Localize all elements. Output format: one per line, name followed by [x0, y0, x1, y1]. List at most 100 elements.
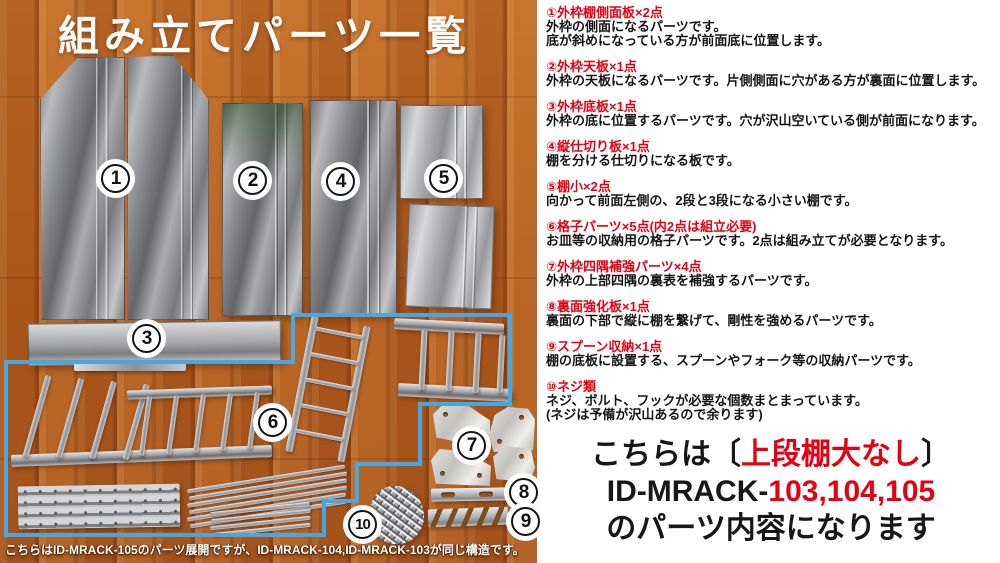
model-note-line-3: のパーツ内容になります [546, 510, 996, 547]
lattice-bar [89, 380, 117, 460]
part-item-9: ⑨スプーン収納×1点 棚の底板に設置する、スプーンやフォーク等の収納パーツです。 [546, 340, 996, 368]
bar-slot [440, 492, 456, 498]
ladder-lattice [283, 315, 372, 463]
part-item-3: ③外枠底板×1点 外枠の底に位置するパーツです。穴が沢山空いている側が前面になり… [546, 100, 996, 128]
part-item-8: ⑧裏面強化板×1点 裏面の下部で縦に棚を繋げて、剛性を強めるパーツです。 [546, 300, 996, 328]
part-line: (ネジは予備が沢山あるので余ります) [546, 407, 763, 422]
stacked-edge [74, 362, 186, 371]
part-line: 棚の底板に設置する、スプーンやフォーク等の収納パーツです。 [546, 353, 921, 368]
lattice-bar [22, 374, 52, 458]
lattice-bar [472, 332, 482, 394]
badge-10: 10 [348, 510, 377, 539]
badge-8: 8 [509, 478, 538, 507]
part-item-6: ⑥格子パーツ×5点(内2点は組立必要) お皿等の収納用の格子パーツです。2点は組… [546, 220, 996, 248]
top-board [222, 103, 303, 316]
note-text-red: 103,104,105 [768, 475, 936, 508]
badge-label: 3 [141, 327, 153, 349]
note-text-red: 上段棚大なし [741, 438, 921, 471]
lattice-bar [165, 394, 180, 456]
lattice-bar [418, 329, 428, 391]
part-heading: ③外枠底板×1点 [546, 99, 637, 114]
part-line: 向かって前面左側の、2段と3段になる小さい棚です。 [546, 193, 858, 208]
lattice-bar [496, 334, 506, 394]
part-heading: ⑨スプーン収納×1点 [546, 339, 663, 354]
badge-6: 6 [258, 408, 287, 437]
bracket-hole [440, 471, 445, 476]
badge-label: 2 [247, 169, 259, 191]
ladder-rung [295, 428, 343, 442]
note-text: のパーツ内容になります [606, 512, 936, 545]
badge-label: 4 [335, 170, 347, 192]
model-note: こちらは〔上段棚大なし〕 ID-MRACK-103,104,105 のパーツ内容… [546, 436, 996, 547]
badge-label: 6 [267, 411, 279, 433]
badge-1: 1 [101, 164, 130, 193]
parts-photo: 組み立てパーツ一覧 [0, 0, 540, 563]
ladder-rung [300, 403, 348, 417]
part-heading: ⑩ネジ類 [546, 379, 597, 394]
lattice-bar [219, 392, 234, 452]
lattice-bar [445, 330, 455, 392]
spoon-holder [427, 506, 509, 528]
badge-label: 10 [355, 516, 371, 533]
part-heading: ⑥格子パーツ×5点(内2点は組立必要) [546, 219, 757, 234]
ladder-rung [309, 352, 358, 366]
badge-label: 9 [520, 510, 532, 532]
model-note-line-2: ID-MRACK-103,104,105 [546, 473, 996, 510]
part-item-2: ②外枠天板×1点 外枠の天板になるパーツです。片側側面に穴がある方が裏面に位置し… [546, 60, 996, 88]
part-heading: ⑤棚小×2点 [546, 179, 611, 194]
part-item-10: ⑩ネジ類 ネジ、ボルト、フックが必要な個数まとまっています。 (ネジは予備が沢山… [546, 380, 996, 422]
badge-3: 3 [132, 324, 161, 353]
reinforcement-bar [430, 487, 509, 502]
note-text: こちらは〔 [591, 438, 741, 471]
bracket-hole [497, 439, 502, 444]
bracket-hole [477, 473, 482, 478]
part-heading: ⑦外枠四隅補強パーツ×4点 [546, 259, 702, 274]
corner-bracket [489, 407, 535, 452]
badge-5: 5 [429, 164, 458, 193]
badge-label: 7 [466, 434, 478, 456]
note-text: 〕 [921, 438, 951, 471]
badge-label: 8 [518, 481, 530, 503]
part-line: 外枠の底に位置するパーツです。穴が沢山空いている側が前面になります。 [546, 113, 985, 128]
bracket-hole [519, 415, 524, 420]
part-line: 棚を分ける仕切りになる板です。 [546, 153, 740, 168]
screws-pile [370, 486, 424, 544]
rod-bundle-short [210, 501, 315, 538]
part-line: ネジ、ボルト、フックが必要な個数まとまっています。 [546, 393, 868, 408]
part-line: 裏面の下部で縦に棚を繋げて、剛性を強めるパーツです。 [546, 313, 882, 328]
bar-slot [478, 491, 494, 497]
note-text: ID-MRACK- [606, 475, 769, 508]
ladder-rung [314, 326, 363, 340]
part-heading: ⑧裏面強化板×1点 [546, 299, 650, 314]
photo-caption: こちらはID-MRACK-105のパーツ展開ですが、ID-MRACK-104,I… [5, 543, 525, 557]
page-title: 組み立てパーツ一覧 [58, 13, 472, 59]
badge-4: 4 [326, 167, 355, 196]
badge-label: 5 [438, 167, 450, 189]
ladder-rung [305, 377, 353, 391]
parts-description-panel: ①外枠棚側面板×2点 外枠の側面になるパーツです。 底が斜めになっている方が前面… [537, 0, 1000, 563]
reflection [223, 104, 302, 166]
side-board-right [127, 55, 209, 320]
badge-9: 9 [511, 507, 540, 536]
model-note-line-1: こちらは〔上段棚大なし〕 [546, 436, 996, 473]
badge-7: 7 [457, 431, 486, 460]
lattice-bar [192, 393, 207, 454]
part-item-7: ⑦外枠四隅補強パーツ×4点 外枠の上部四隅の裏表を補強するパーツです。 [546, 260, 996, 288]
part-line: お皿等の収納用の格子パーツです。2点は組み立てが必要となります。 [546, 233, 953, 248]
small-shelf-bottom [405, 203, 495, 310]
part-item-1: ①外枠棚側面板×2点 外枠の側面になるパーツです。 底が斜めになっている方が前面… [546, 6, 996, 48]
part-line: 底が斜めになっている方が前面底に位置します。 [546, 33, 831, 48]
lattice-bar [55, 377, 85, 459]
part-item-4: ④縦仕切り板×1点 棚を分ける仕切りになる板です。 [546, 140, 996, 168]
part-item-5: ⑤棚小×2点 向かって前面左側の、2段と3段になる小さい棚です。 [546, 180, 996, 208]
badge-2: 2 [238, 166, 267, 195]
right-lattice-bottom [397, 383, 513, 402]
stacked-lattice [17, 483, 181, 530]
badge-label: 1 [110, 167, 122, 189]
part-line: 外枠の上部四隅の裏表を補強するパーツです。 [546, 273, 818, 288]
ladder-rail [337, 325, 371, 463]
part-line: 外枠の天板になるパーツです。片側側面に穴がある方が裏面に位置します。 [546, 73, 986, 88]
part-heading: ②外枠天板×1点 [546, 59, 637, 74]
part-line: 外枠の側面になるパーツです。 [546, 19, 727, 34]
